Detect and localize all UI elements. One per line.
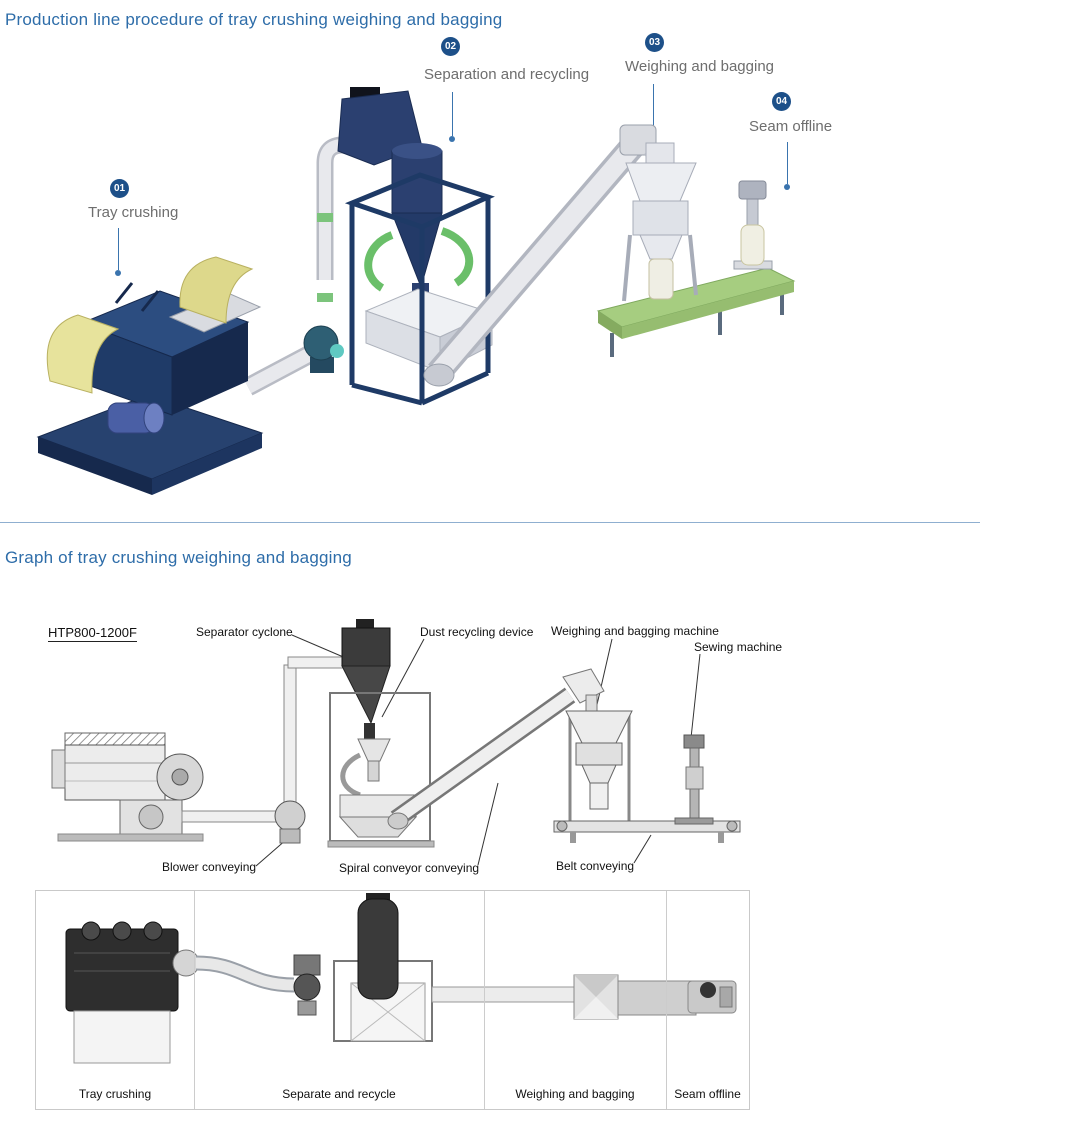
callout-02-leader-line [452, 92, 453, 136]
belt-conveyor-side-view [553, 820, 741, 843]
callout-04-leader-line [787, 142, 788, 184]
callout-01-leader-line [118, 228, 119, 270]
frame-and-dust-device-side-view [327, 692, 435, 848]
spiral-conveyor-isometric [423, 124, 667, 387]
callout-04-number: 04 [772, 92, 791, 111]
weighing-bagging-isometric [622, 142, 698, 302]
callout-01-number: 01 [110, 179, 129, 198]
callout-03-number: 03 [645, 33, 664, 52]
weighing-top-view [573, 974, 697, 1020]
production-line-isometric-illustration [36, 87, 796, 495]
callout-04-leader-dot [784, 184, 790, 190]
top-view-divider-2 [484, 891, 485, 1109]
spiral-conveyor-top-view [431, 986, 575, 1003]
separator-cyclone-isometric [364, 143, 474, 305]
weighing-bagging-machine-label: Weighing and bagging machine [551, 624, 719, 638]
callout-03-leader-line [653, 84, 654, 126]
separator-cyclone-side-view [341, 619, 391, 739]
blower-side-view [181, 656, 347, 844]
belt-conveying-label: Belt conveying [556, 859, 635, 873]
sewing-machine-label: Sewing machine [694, 640, 783, 654]
callout-01-label: Tray crushing [88, 204, 179, 221]
seam-machine-top-view [687, 980, 737, 1014]
top-view-technical-drawing [65, 893, 737, 1064]
section-divider [0, 522, 980, 523]
dust-recycling-device-label: Dust recycling device [420, 625, 534, 639]
side-view-technical-drawing [51, 619, 741, 867]
top-view-section-weighing-bagging: Weighing and bagging [515, 1087, 635, 1101]
top-view-divider-1 [194, 891, 195, 1109]
callout-02-leader-dot [449, 136, 455, 142]
belt-conveyor-isometric [596, 267, 796, 357]
spiral-conveyor-conveying-label: Spiral conveyor conveying [339, 861, 480, 875]
top-view-section-tray-crushing: Tray crushing [78, 1087, 152, 1101]
tray-crusher-side-view [51, 732, 204, 842]
tray-crusher-top-view [65, 921, 200, 1064]
top-view-panel: Tray crushing Separate and recycle Weigh… [35, 890, 750, 1110]
procedure-title: Production line procedure of tray crushi… [5, 10, 503, 29]
callout-01-leader-dot [115, 270, 121, 276]
separator-cyclone-label: Separator cyclone [196, 625, 293, 639]
model-label: HTP800-1200F [48, 625, 137, 642]
blower-isometric [303, 325, 344, 373]
blower-conveying-label: Blower conveying [162, 860, 257, 874]
callout-02-label: Separation and recycling [424, 66, 590, 83]
separator-stand-frame [344, 172, 495, 406]
top-view-divider-3 [666, 891, 667, 1109]
callout-02-number: 02 [441, 37, 460, 56]
callout-04-label: Seam offline [749, 118, 833, 135]
pipe-top-view [195, 955, 295, 993]
weighing-bagging-side-view [565, 710, 633, 821]
dust-device-top-view [357, 893, 399, 1000]
spiral-conveyor-side-view [387, 668, 605, 830]
top-view-section-seam-offline: Seam offline [674, 1087, 741, 1101]
tray-crusher-isometric [36, 256, 264, 495]
graph-title: Graph of tray crushing weighing and bagg… [5, 548, 352, 567]
blower-top-view [293, 954, 321, 1016]
top-view-section-separate-recycle: Separate and recycle [282, 1087, 396, 1101]
sewing-machine-side-view [674, 734, 714, 825]
sewing-machine-isometric [733, 180, 773, 270]
callout-03-label: Weighing and bagging [625, 58, 775, 75]
